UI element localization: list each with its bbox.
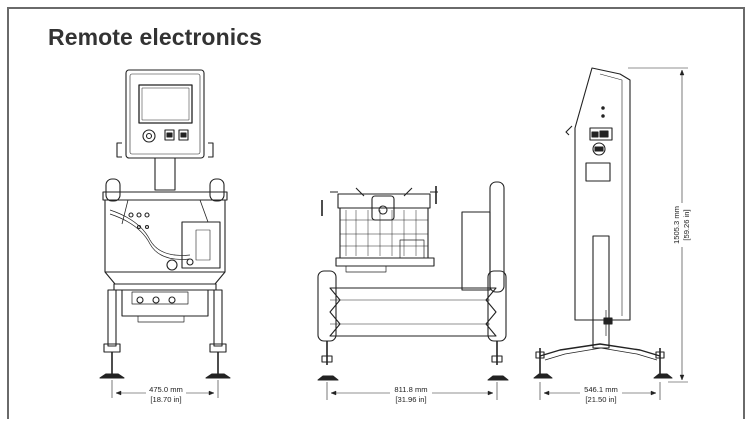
overall-height-mm: 1505.3 mm — [672, 206, 681, 244]
emergency-stop-button — [142, 129, 156, 143]
side-depth-mm: 811.8 mm — [394, 385, 427, 394]
touch-screen — [138, 84, 193, 124]
diagram-frame — [7, 7, 745, 419]
side-depth-in: [31.96 in] — [395, 395, 426, 404]
profile-view — [533, 67, 688, 400]
profile-width-in: [21.50 in] — [585, 395, 616, 404]
diagram-title: Remote electronics — [48, 24, 262, 50]
front-width-in: [18.70 in] — [150, 395, 181, 404]
overall-height-in: [59.26 in] — [682, 209, 691, 240]
front-width-mm: 475.0 mm — [149, 385, 183, 394]
side-view — [317, 181, 509, 400]
profile-width-mm: 546.1 mm — [584, 385, 618, 394]
front-view — [99, 69, 231, 398]
